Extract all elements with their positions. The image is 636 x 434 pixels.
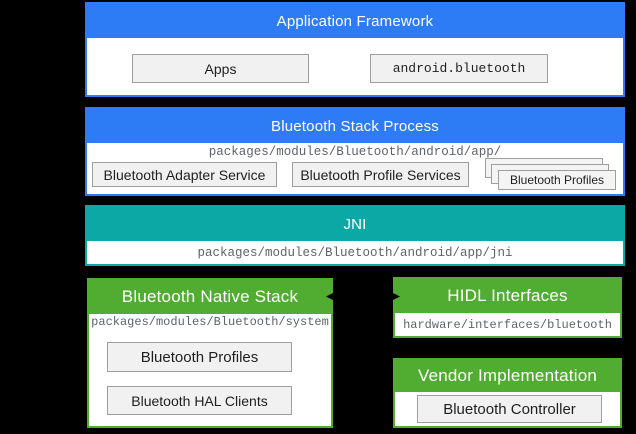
android-bluetooth-box: android.bluetooth — [370, 54, 548, 83]
bluetooth-profiles-stacked-box: Bluetooth Profiles — [498, 170, 616, 190]
bluetooth-adapter-service-box: Bluetooth Adapter Service — [92, 162, 277, 187]
application-framework-section: Application Framework Apps android.bluet… — [85, 2, 625, 97]
jni-path: packages/modules/Bluetooth/android/app/j… — [197, 245, 513, 260]
hidl-interfaces-section: HIDL Interfaces hardware/interfaces/blue… — [393, 277, 622, 338]
bluetooth-stack-process-section: Bluetooth Stack Process packages/modules… — [85, 107, 625, 196]
hidl-interfaces-header: HIDL Interfaces — [395, 279, 620, 313]
native-stack-path: packages/modules/Bluetooth/system — [91, 315, 329, 329]
vendor-implementation-header: Vendor Implementation — [395, 360, 620, 392]
bluetooth-controller-box: Bluetooth Controller — [417, 395, 602, 423]
bluetooth-hal-clients-box: Bluetooth HAL Clients — [107, 386, 292, 415]
apps-box: Apps — [132, 54, 309, 83]
native-stack-hidl-arrow — [326, 291, 400, 302]
vendor-implementation-section: Vendor Implementation Bluetooth Controll… — [393, 358, 622, 428]
jni-section: JNI packages/modules/Bluetooth/android/a… — [85, 205, 625, 266]
application-framework-header: Application Framework — [87, 4, 623, 38]
hidl-path: hardware/interfaces/bluetooth — [403, 317, 612, 332]
bluetooth-profile-services-box: Bluetooth Profile Services — [292, 162, 469, 187]
jni-header: JNI — [87, 207, 623, 241]
stack-process-path: packages/modules/Bluetooth/android/app/ — [208, 145, 502, 159]
bluetooth-native-stack-section: Bluetooth Native Stack packages/modules/… — [87, 278, 333, 428]
native-bluetooth-profiles-box: Bluetooth Profiles — [107, 342, 292, 372]
bluetooth-native-stack-header: Bluetooth Native Stack — [89, 280, 331, 314]
bluetooth-stack-process-header: Bluetooth Stack Process — [87, 109, 623, 143]
